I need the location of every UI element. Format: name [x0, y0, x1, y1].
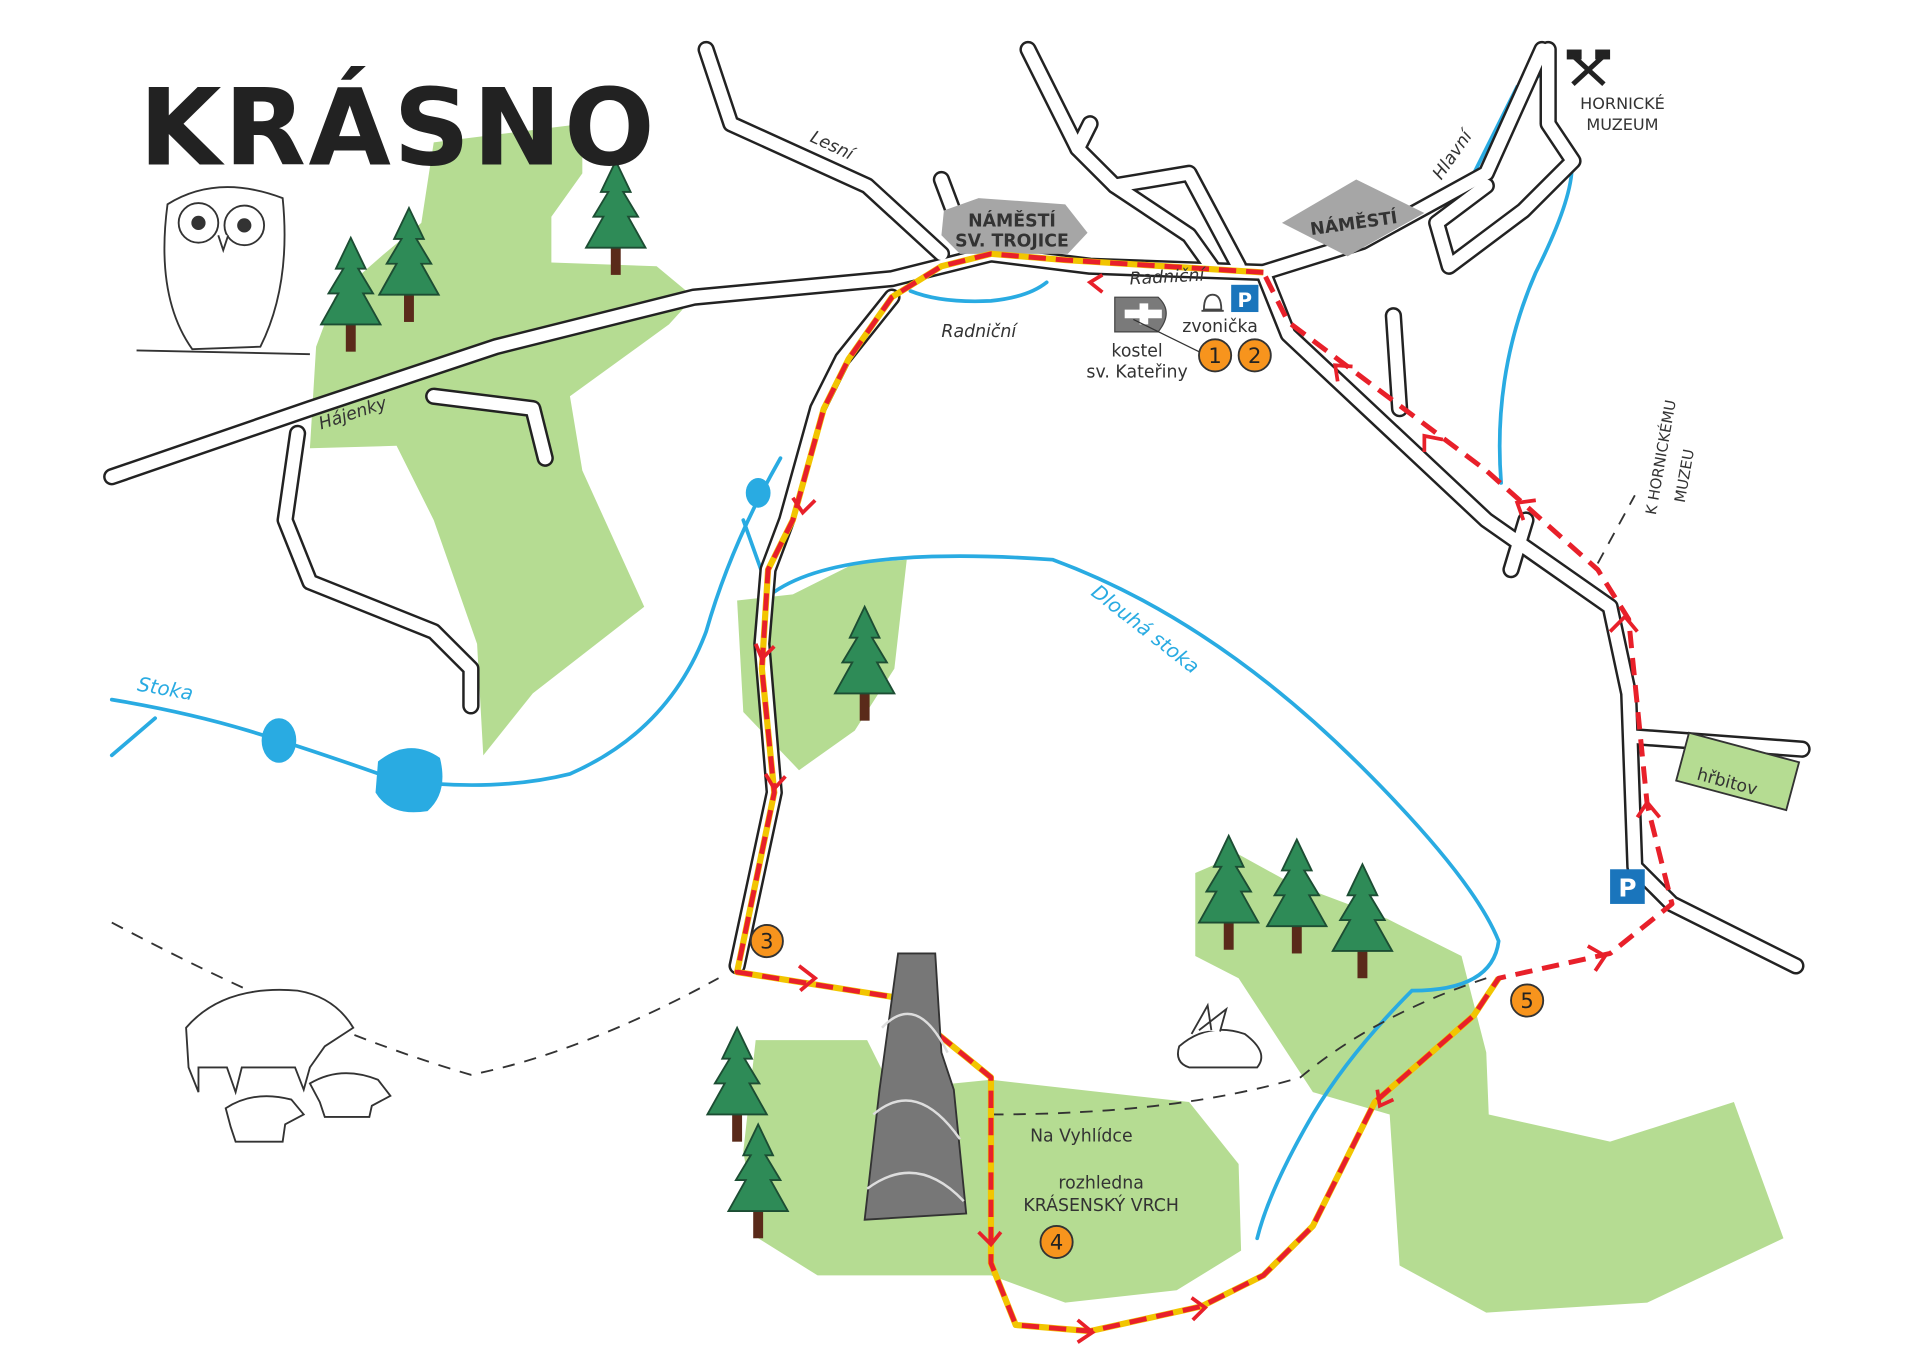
stop-5[interactable]: 5: [1510, 983, 1545, 1018]
parking-sign-south: P: [1610, 869, 1645, 904]
label-na-vyhlidce: Na Vyhlídce: [1030, 1127, 1133, 1147]
stop-2[interactable]: 2: [1237, 338, 1272, 373]
road: [1108, 167, 1245, 273]
label-krasensky-vrch: KRÁSENSKÝ VRCH: [1023, 1194, 1178, 1216]
road: [427, 390, 552, 465]
stop-3[interactable]: 3: [749, 924, 784, 959]
road: [278, 427, 478, 713]
pond-large: [375, 748, 443, 813]
road: [105, 247, 998, 483]
road: [1071, 117, 1097, 155]
forest-northwest: [309, 123, 694, 756]
stream-stoka-branch: [109, 716, 157, 758]
stream-dlouha-stoka: [772, 554, 1501, 1241]
road: [1257, 266, 1803, 973]
label-stoka: Stoka: [136, 673, 195, 705]
road: [1387, 309, 1406, 415]
label-namesti-trojice: NÁMĚSTÍ: [968, 210, 1056, 232]
bell-icon: [1201, 293, 1224, 312]
parking-label: P: [1238, 289, 1253, 312]
stop-number: 5: [1520, 988, 1533, 1013]
stop-number: 1: [1208, 343, 1221, 368]
church-icon: [1114, 296, 1200, 353]
square-sv-trojice: [941, 198, 1088, 254]
lookout-tower-icon: [863, 952, 968, 1221]
crossed-hammers-icon: [1566, 49, 1611, 87]
rabbit-illustration: [1177, 1002, 1263, 1069]
pond-tiny: [745, 477, 771, 508]
label-hornicke-muzeum-2: MUZEUM: [1586, 115, 1658, 134]
stop-1[interactable]: 1: [1198, 338, 1233, 373]
water-labels: Stoka Dlouhá stoka: [136, 580, 1204, 705]
road: [699, 43, 948, 261]
stop-4[interactable]: 4: [1039, 1224, 1074, 1260]
footpaths: [111, 494, 1636, 1116]
stop-number: 3: [760, 929, 773, 954]
owl-illustration: [136, 186, 310, 356]
parking-label: P: [1618, 874, 1636, 903]
stream-east: [1497, 152, 1574, 485]
label-dlouha-stoka: Dlouhá stoka: [1087, 580, 1204, 678]
label-hornicke-muzeum: HORNICKÉ: [1580, 94, 1665, 113]
road: [1430, 43, 1580, 273]
street-radnicni-2: Radniční: [941, 322, 1018, 342]
stop-number: 4: [1050, 1229, 1063, 1254]
stop-number: 2: [1248, 343, 1261, 368]
roads: [103, 40, 1811, 975]
label-kostel: kostel: [1111, 342, 1162, 362]
road: [1254, 263, 1805, 975]
parking-sign-north: P: [1231, 284, 1259, 312]
stream-stoka: [109, 456, 783, 787]
road: [1504, 513, 1533, 576]
cemetery: [1675, 731, 1801, 812]
wild-boar-illustration: [185, 988, 392, 1143]
label-zvonicka: zvonička: [1182, 317, 1258, 337]
route-arrows: [753, 273, 1662, 1344]
label-k-muzeu-2: MUZEU: [1671, 448, 1698, 504]
stream-branch: [741, 518, 764, 574]
label-kostel-2: sv. Kateřiny: [1086, 363, 1187, 383]
hiking-route[interactable]: [734, 250, 1675, 1344]
road: [984, 43, 1549, 279]
forest-east: [1195, 854, 1784, 1313]
pond-small: [261, 718, 297, 763]
label-namesti-trojice-2: SV. TROJICE: [955, 231, 1069, 251]
stream-radnicni: [908, 280, 1049, 304]
label-rozhledna: rozhledna: [1058, 1174, 1144, 1194]
square-namesti: [1281, 179, 1425, 257]
street-radnicni: Radniční: [1129, 265, 1207, 289]
map-title: KRÁSNO: [139, 66, 657, 191]
road-fills: [105, 43, 1809, 973]
